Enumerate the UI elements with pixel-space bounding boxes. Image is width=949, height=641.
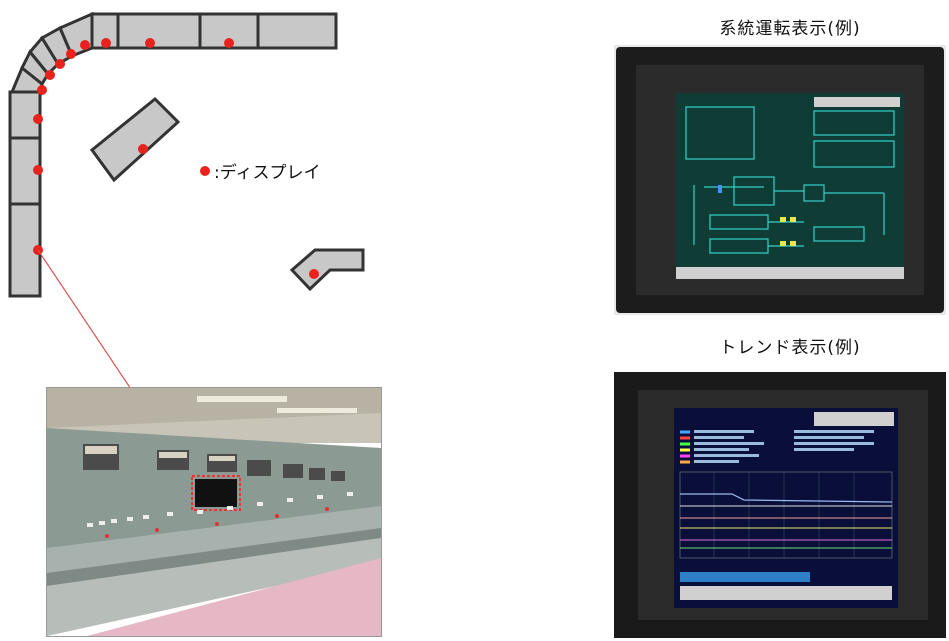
legend: :ディスプレイ <box>200 158 321 183</box>
display-dot <box>80 40 90 50</box>
display-dot <box>138 144 148 154</box>
display-dot <box>309 269 319 279</box>
display-markers <box>33 38 319 279</box>
supervisor-desk <box>289 248 365 292</box>
system-screen <box>676 93 904 279</box>
display-dot <box>37 85 47 95</box>
display-dot <box>66 49 76 59</box>
display-dot <box>33 114 43 124</box>
main-console-panels <box>8 11 338 298</box>
operator-desk <box>89 96 181 183</box>
display-dot <box>101 38 111 48</box>
system-operation-display-monitor <box>614 45 946 315</box>
console-panel <box>116 12 202 50</box>
display-dot <box>45 70 55 80</box>
control-room-photo <box>46 387 382 637</box>
display-dot <box>145 38 155 48</box>
system-display-title: 系統運転表示(例) <box>719 19 861 39</box>
display-dot-legend-icon <box>200 165 210 176</box>
trend-display-monitor <box>614 372 946 638</box>
trend-display-title: トレンド表示(例) <box>719 338 861 358</box>
display-dot <box>33 165 43 175</box>
display-dot <box>224 38 234 48</box>
legend-label: :ディスプレイ <box>214 163 321 183</box>
control-room-layout-diagram <box>8 11 365 298</box>
display-dot <box>55 59 65 69</box>
